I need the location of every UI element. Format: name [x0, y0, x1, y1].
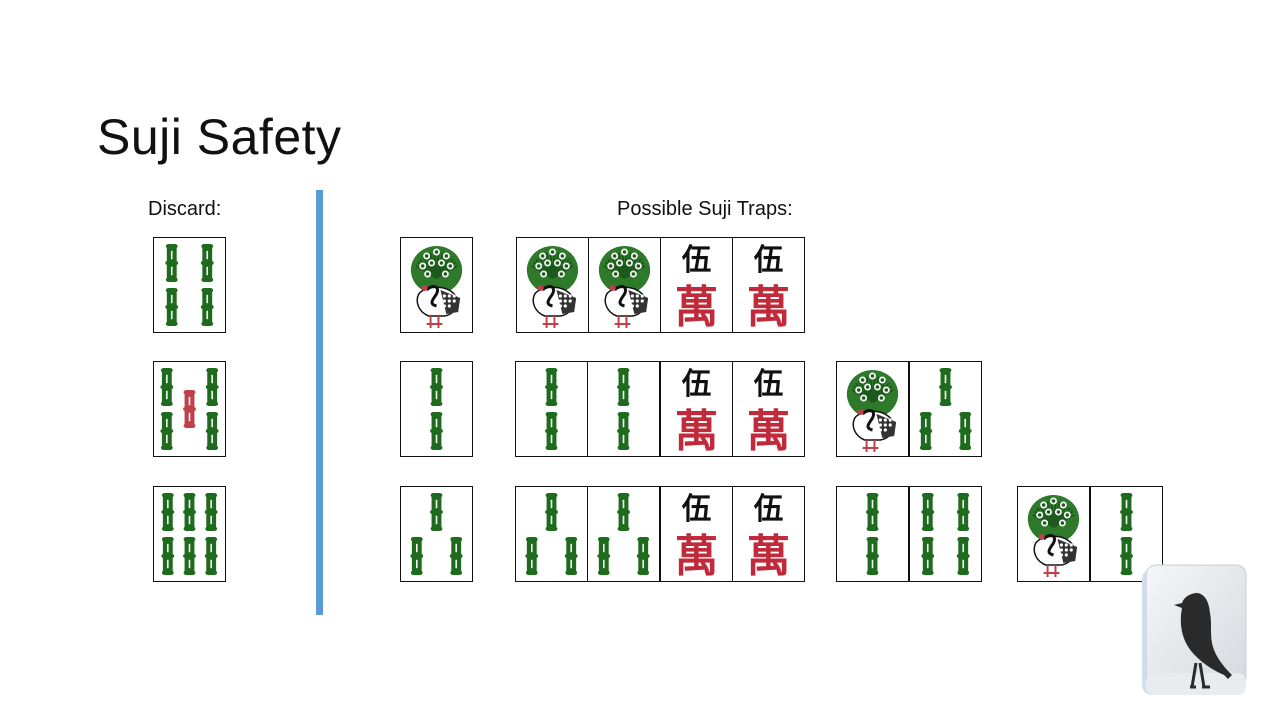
trap-tile-5-man: 伍 萬 [732, 486, 805, 582]
trap-tile-2-sou [587, 361, 660, 457]
trap-tile-5-man: 伍 萬 [732, 237, 805, 333]
svg-text:伍: 伍 [682, 367, 712, 402]
peacock-icon [598, 246, 651, 328]
trap-tile-5-man: 伍 萬 [732, 361, 805, 457]
discard-label: Discard: [148, 198, 222, 220]
discard-tile-4-sou [153, 237, 226, 333]
peacock-icon [1027, 495, 1080, 577]
svg-text:萬: 萬 [747, 282, 790, 332]
svg-text:伍: 伍 [682, 492, 712, 527]
svg-text:伍: 伍 [754, 492, 784, 527]
svg-text:伍: 伍 [754, 243, 784, 278]
trap-tile-1-sou [1017, 486, 1090, 582]
page-title: Suji Safety [97, 108, 342, 165]
trap-tile-2-sou [400, 361, 473, 457]
trap-tile-4-sou [909, 486, 982, 582]
svg-text:萬: 萬 [675, 282, 718, 332]
trap-tile-1-sou [400, 237, 473, 333]
trap-tile-3-sou [400, 486, 473, 582]
trap-tile-5-man: 伍 萬 [660, 237, 733, 333]
section-divider [316, 190, 323, 615]
peacock-icon [526, 246, 579, 328]
trap-tile-2-sou [515, 361, 588, 457]
svg-text:伍: 伍 [754, 367, 784, 402]
svg-text:伍: 伍 [682, 243, 712, 278]
peacock-icon [846, 370, 899, 452]
discard-tile-6-sou [153, 486, 226, 582]
trap-tile-3-sou [587, 486, 660, 582]
crow-logo-icon [1140, 563, 1248, 697]
trap-tile-3-sou [909, 361, 982, 457]
svg-text:萬: 萬 [747, 531, 790, 581]
svg-text:萬: 萬 [675, 406, 718, 456]
discard-tile-5-sou [153, 361, 226, 457]
trap-tile-1-sou [516, 237, 589, 333]
svg-text:萬: 萬 [747, 406, 790, 456]
trap-tile-2-sou [836, 486, 909, 582]
trap-tile-3-sou [515, 486, 588, 582]
svg-text:萬: 萬 [675, 531, 718, 581]
trap-tile-1-sou [588, 237, 661, 333]
trap-tile-5-man: 伍 萬 [660, 361, 733, 457]
traps-label: Possible Suji Traps: [617, 198, 793, 220]
trap-tile-5-man: 伍 萬 [660, 486, 733, 582]
peacock-icon [410, 246, 463, 328]
trap-tile-1-sou [836, 361, 909, 457]
